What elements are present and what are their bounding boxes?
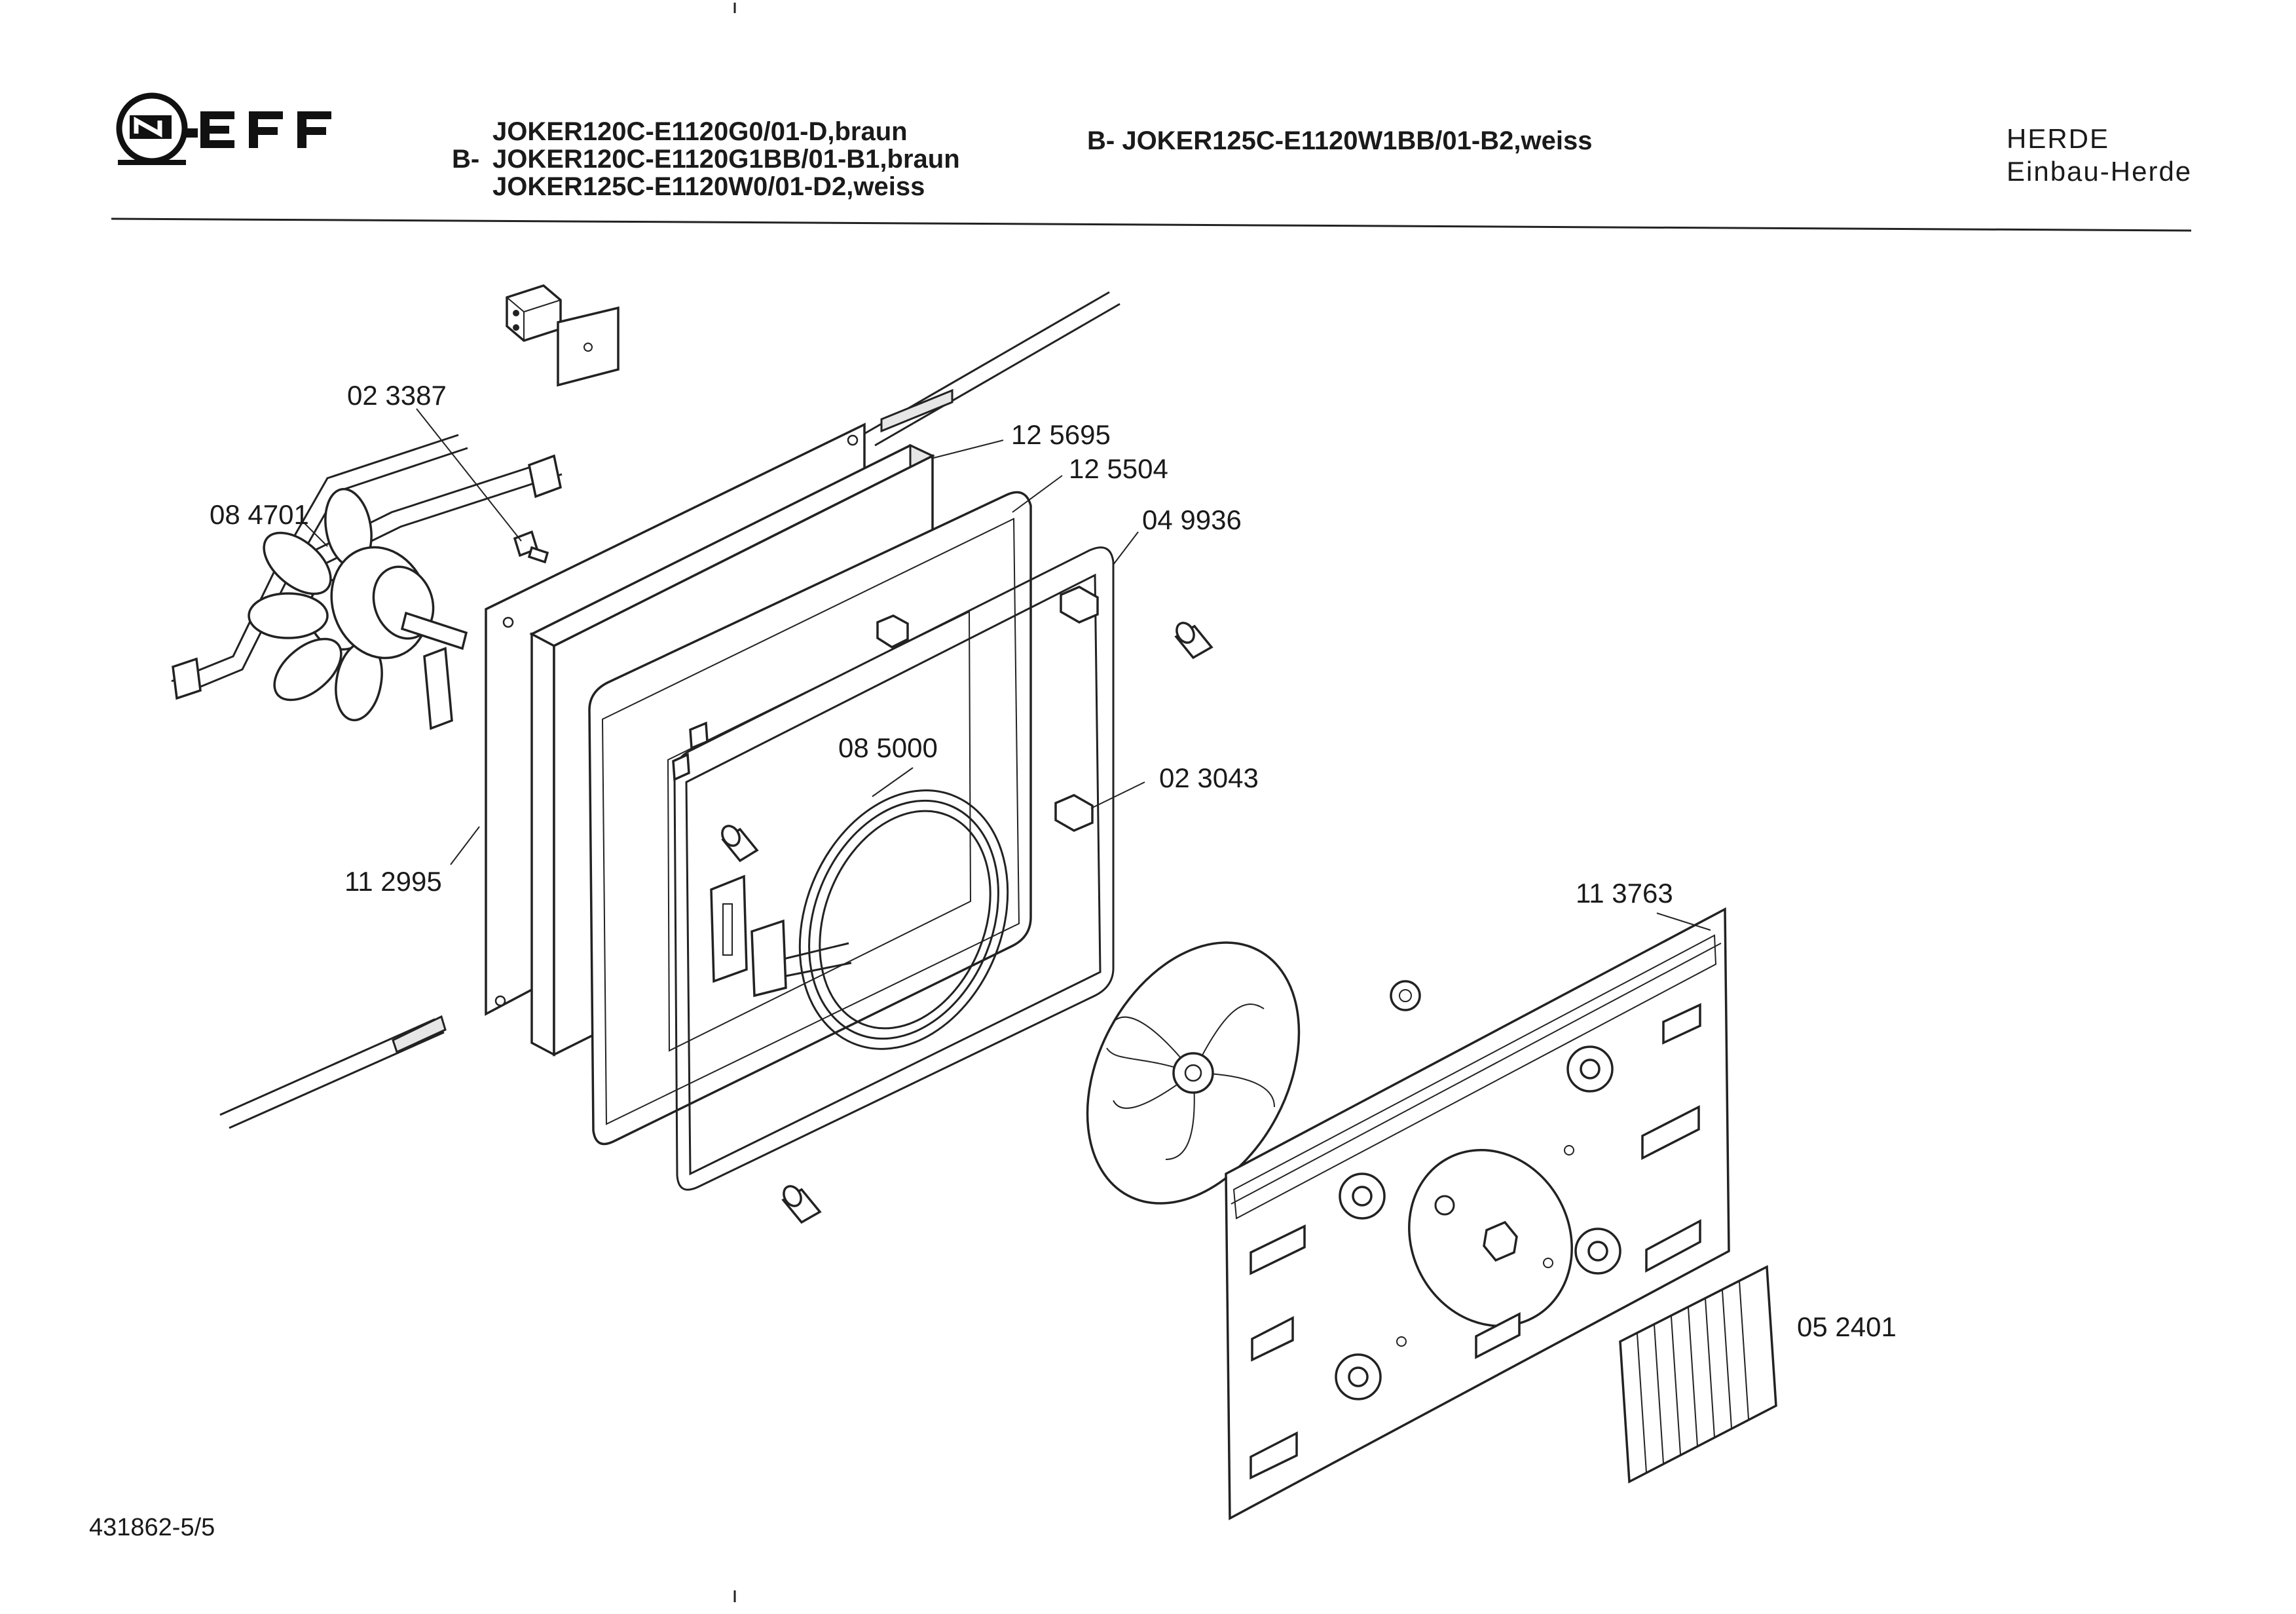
model-list-left: JOKER120C-E1120G0/01-D,braun B- JOKER120…: [452, 117, 960, 201]
terminal-block: [506, 284, 620, 387]
fan-motor-08-4701: [171, 434, 563, 730]
cover-slots: [1250, 1003, 1701, 1480]
category-subtitle: Einbau-Herde: [2007, 156, 2192, 187]
part-label-05-2401: 05 2401: [1797, 1311, 1897, 1342]
bracket-02-3043: [672, 586, 1099, 832]
part-label-12-5695: 12 5695: [1011, 419, 1111, 450]
category-title: HERDE: [2007, 123, 2109, 154]
cover-bosses: [1335, 1045, 1621, 1400]
convection-fan-impeller: [1086, 941, 1301, 1205]
part-label-02-3387: 02 3387: [347, 380, 447, 411]
model-right: B- JOKER125C-E1120W1BB/01-B2,weiss: [1087, 126, 1592, 155]
model-line-2-prefix: B-: [452, 145, 479, 174]
part-label-08-5000: 08 5000: [838, 732, 938, 763]
part-label-11-3763: 11 3763: [1576, 878, 1673, 909]
part-label-12-5504: 12 5504: [1069, 453, 1168, 484]
screw-02-3387: [513, 530, 549, 564]
neff-logo: [116, 92, 331, 165]
part-label-08-4701: 08 4701: [210, 499, 309, 530]
grille-05-2401: [1619, 1265, 1777, 1484]
bottom-rail-clip: [392, 1015, 447, 1054]
spacer-pins: [721, 622, 1421, 1224]
heating-element-08-5000: [710, 789, 1009, 1050]
part-label-02-3043: 02 3043: [1159, 762, 1259, 793]
frame-12-5504: [588, 491, 1032, 1146]
part-label-11-2995: 11 2995: [344, 866, 442, 897]
bottom-rail: [219, 1018, 435, 1116]
model-line-2: JOKER120C-E1120G1BB/01-B1,braun: [492, 145, 960, 174]
part-label-04-9936: 04 9936: [1142, 504, 1242, 535]
header-rule: [111, 217, 2192, 232]
leader-lines: [301, 408, 1711, 931]
top-rail-clip: [880, 388, 954, 433]
back-cover-11-3763: [1225, 907, 1730, 1520]
model-line-1: JOKER120C-E1120G0/01-D,braun: [492, 117, 908, 146]
neff-logo-wordmark: [186, 111, 331, 148]
document-number: 431862-5/5: [89, 1514, 215, 1541]
model-line-3: JOKER125C-E1120W0/01-D2,weiss: [492, 172, 925, 201]
gasket-04-9936: [673, 546, 1115, 1191]
